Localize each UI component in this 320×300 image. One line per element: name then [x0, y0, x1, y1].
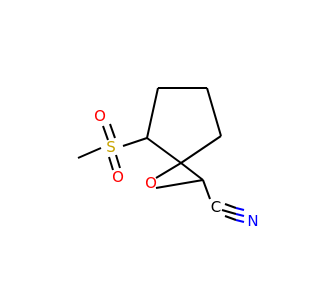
- bond-spiro-o: [155, 162, 182, 179]
- bond-cn-triple-b: [221, 209, 237, 215]
- bond-cn-triple-b-n: [235, 213, 245, 217]
- atom-label-oxygen-ring: O: [145, 174, 157, 192]
- bond-s-o-top-a: [102, 125, 109, 141]
- atom-label-oxygen-bottom: O: [112, 168, 124, 186]
- epoxide-ring: [155, 162, 204, 189]
- methylsulfonyl-group: [77, 123, 148, 171]
- atom-label-carbon-nitrile: C: [211, 198, 221, 216]
- atom-label-oxygen-top: O: [94, 107, 106, 125]
- bond-cn-triple-c: [224, 215, 237, 221]
- bond-c3-c4: [206, 87, 222, 137]
- bond-o-c: [155, 179, 204, 189]
- bond-cn-triple-a: [224, 203, 237, 209]
- bond-cn-triple-c-n: [235, 219, 245, 223]
- atom-label-nitrogen: N: [247, 212, 258, 230]
- nitrile-group: [202, 179, 245, 223]
- bond-c1-c2: [146, 87, 159, 139]
- bond-c-cn: [202, 179, 211, 200]
- molecule-structure-diagram: S O O O C N: [77, 87, 259, 230]
- bond-s-o-top-b: [109, 123, 116, 139]
- bond-s-methyl: [77, 147, 102, 159]
- atom-label-sulfur: S: [106, 138, 116, 156]
- bond-cn-triple-a-n: [235, 207, 245, 211]
- bond-s-o-bottom-a: [108, 156, 114, 171]
- bond-s-o-bottom-b: [115, 154, 121, 169]
- bond-spiro-c1: [146, 137, 182, 164]
- bond-c1-s: [122, 137, 148, 147]
- cyclopentane-ring: [146, 87, 222, 164]
- bond-c4-spiro: [180, 135, 222, 164]
- bond-spiro-c: [180, 162, 204, 181]
